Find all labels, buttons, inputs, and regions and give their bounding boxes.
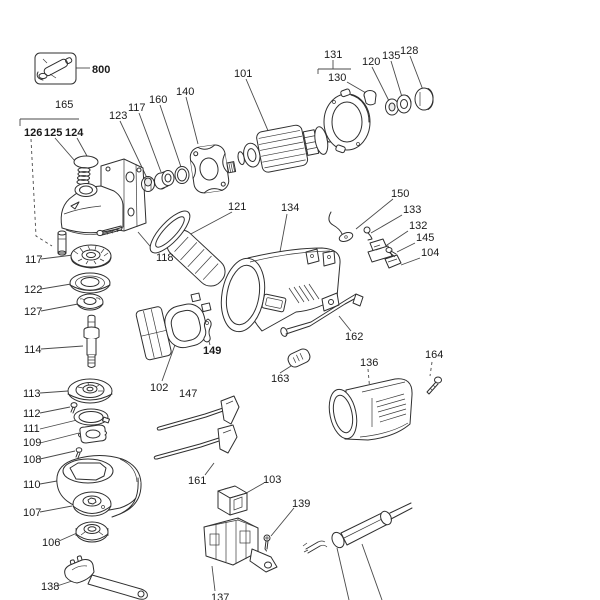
washer-122 [69,272,111,294]
part-label-113: 113 [23,388,41,400]
part-label-128: 128 [400,45,418,57]
cap-124 [73,155,99,169]
part-label-103: 103 [263,474,281,486]
part-labels: 800 165 126 125 124 123 117 160 140 101 … [23,45,443,600]
clamp-ring-111 [73,408,111,426]
part-label-104: 104 [421,247,439,259]
part-label-121: 121 [228,201,246,213]
bearing-127 [76,293,104,311]
part-label-114: 114 [24,344,42,356]
part-label-149: 149 [203,345,221,357]
part-label-134: 134 [281,202,299,214]
ring-160 [174,166,190,184]
tool-thumbnail-box [34,52,77,85]
part-label-150: 150 [391,188,409,200]
leader-lines [19,55,433,600]
ring-128 [414,87,434,111]
carbon-brush-104 [384,254,402,269]
lever-147 [156,395,240,431]
switch-support-137 [203,517,278,573]
part-label-135: 135 [382,50,400,62]
spindle-114 [83,314,100,368]
motor-housing-134 [220,247,341,333]
baffle-plate-140 [189,144,230,194]
part-label-127: 127 [24,306,42,318]
part-label-165: 165 [55,99,73,111]
part-label-107: 107 [23,507,41,519]
part-label-125: 125 [44,127,62,139]
part-label-109: 109 [23,437,41,449]
part-label-133: 133 [403,204,421,216]
part-label-106: 106 [42,537,60,549]
ring-120 [385,98,399,116]
part-label-160: 160 [149,94,167,106]
part-label-108: 108 [23,454,41,466]
part-label-140: 140 [176,86,194,98]
part-label-111: 111 [23,423,40,435]
screw-139 [263,534,271,552]
bushing-117 [154,170,175,190]
part-label-136: 136 [360,357,378,369]
crown-gear-117 [70,244,112,269]
armature-101 [226,124,338,174]
pin-wrench-138 [64,555,148,600]
part-label-124: 124 [65,127,84,139]
spring-125 [76,167,91,185]
part-label-139: 139 [292,498,310,510]
part-label-110: 110 [23,479,41,491]
gear-case-housing [60,158,147,235]
part-label-164: 164 [425,349,443,361]
part-label-130: 130 [328,72,346,84]
lock-pin-126 [57,230,67,256]
grinder-thumbnail-icon [36,57,73,81]
cord-assembly [302,502,413,554]
part-label-132: 132 [409,220,427,232]
part-label-120: 120 [362,56,380,68]
bearing-flange-131 [323,88,371,154]
lock-plate-109 [78,424,107,444]
part-label-138: 138 [41,581,59,593]
part-label-800: 800 [92,64,110,76]
rear-cover-136 [328,378,413,441]
part-label-126: 126 [24,127,42,139]
part-label-102: 102 [150,382,168,394]
screw-108 [75,447,83,459]
screw-112 [70,402,78,414]
part-label-161: 161 [188,475,206,487]
lock-lever-162 [280,293,364,337]
part-label-123: 123 [109,110,127,122]
screw-164 [426,376,442,395]
part-label-101: 101 [234,68,252,80]
lead-wire-150 [328,211,354,242]
part-label-112: 112 [23,408,41,420]
side-handle-121 [149,210,226,287]
part-label-137: 137 [211,592,229,600]
grip-pad-163 [287,348,311,368]
part-label-162: 162 [345,331,363,343]
part-label-122: 122 [24,284,42,296]
cap-130 [363,90,377,106]
part-label-117-top: 117 [128,102,146,114]
brush-clip-149 [203,318,212,343]
part-label-145: 145 [416,232,434,244]
screw-145 [385,247,397,257]
backing-flange-107 [72,491,112,517]
part-label-163: 163 [271,373,289,385]
bearing-135 [396,94,412,114]
part-label-131: 131 [324,49,342,61]
flange-113 [67,378,113,404]
clamp-nut-106 [75,521,109,543]
lever-161 [153,424,238,460]
terminal-133 [363,226,373,241]
part-label-118: 118 [156,252,174,264]
field-coil-102 [135,292,212,361]
part-label-147: 147 [179,388,197,400]
switch-103 [217,485,248,516]
part-label-117-left: 117 [25,254,43,266]
screw-118 [96,225,123,237]
nut-123 [141,176,155,192]
